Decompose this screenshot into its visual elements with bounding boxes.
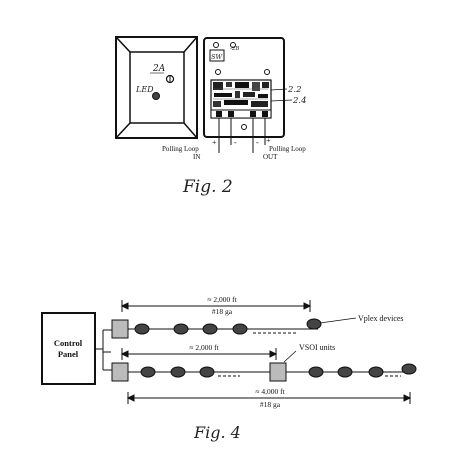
loop-out-line2: OUT [263,153,278,161]
board-label: SW [211,53,223,61]
led-label: LED [135,85,154,94]
panel-wiring [95,329,113,371]
dim-mid-label: ≈ 2,000 ft [189,343,219,352]
switch-box [209,49,225,62]
dimension-mid [120,348,278,360]
fig2-group: 2A LED SW -2B [115,36,307,197]
vplex-devices-top [134,318,322,335]
ref-22: 2.2 [287,85,302,95]
led-indicator [152,92,160,100]
vsoi-label: VSOI units [299,343,335,352]
detector-cover: 2A LED [115,36,198,139]
control-panel-line1: Control [54,338,83,348]
dimension-top [120,300,312,312]
board-label2: -2B [230,46,239,52]
loop-in-line2: IN [193,153,200,161]
loop-in-line1: Polling Loop [162,145,199,153]
dim-bottom-label: ≈ 4,000 ft [255,387,285,396]
dim-top-label: ≈ 2,000 ft [207,295,237,304]
fig4-caption: Fig. 4 [193,423,241,442]
plus-in: + [212,138,217,147]
loop-out-line1: Polling Loop [269,145,306,153]
minus-out: - [256,138,259,147]
vplex-devices-bottom [140,363,417,378]
dimension-bottom [126,392,412,404]
minus-in: - [234,138,237,147]
control-panel-line2: Panel [58,349,79,359]
vsoi-unit-mid [269,362,287,382]
detector-label: 2A [152,64,166,74]
detector-base: SW -2B [203,37,285,138]
lead-wires [218,118,266,153]
plus-out: + [266,136,271,145]
fig2-caption: Fig. 2 [182,177,233,197]
control-panel-box [41,312,96,385]
gauge-bottom-label: #18 ga [260,400,281,409]
vsoi-unit-bottom-start [111,362,129,382]
fig4-group: Control Panel ≈ 2,000 ft #18 ga [41,295,417,442]
gauge-top-label: #18 ga [212,307,233,316]
vplex-label: Vplex devices [358,314,404,323]
vsoi-unit-top [111,319,129,339]
circuit-board [210,79,272,119]
ref-24: 2.4 [292,96,307,106]
